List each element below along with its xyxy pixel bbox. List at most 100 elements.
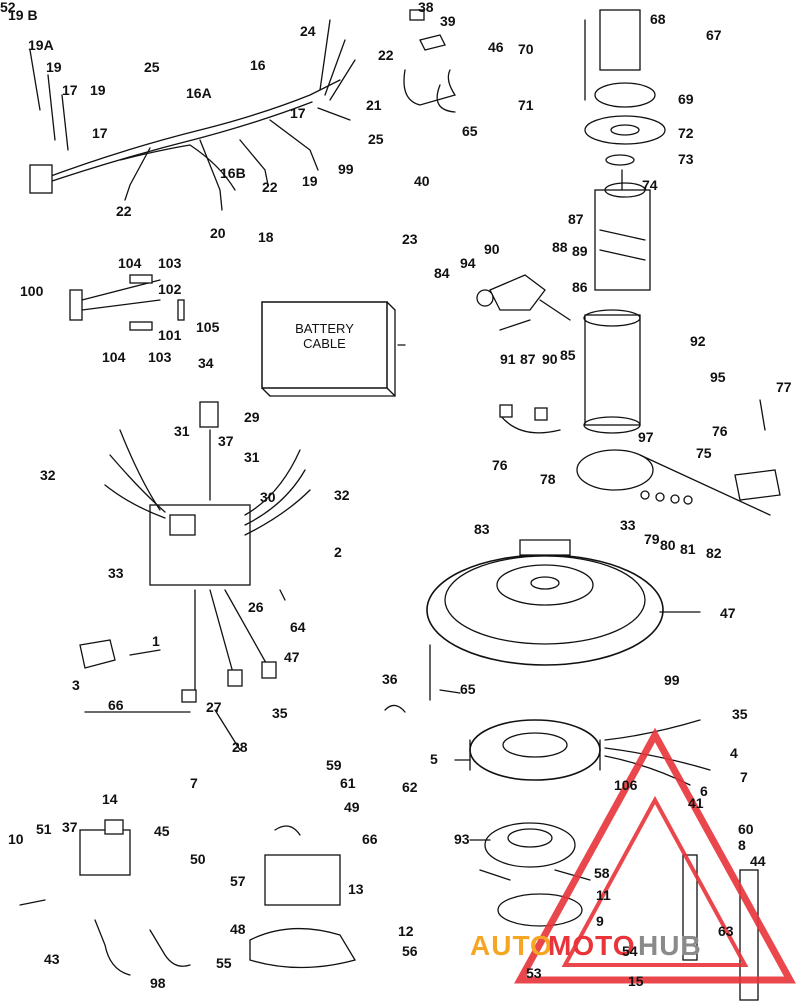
- flywheel: [426, 554, 664, 666]
- rectifier-plug: [69, 289, 83, 321]
- callout-number: 4: [730, 745, 738, 761]
- callout-number: 101: [158, 327, 182, 343]
- callout-number: 92: [690, 333, 706, 349]
- callout-number: 7: [740, 769, 748, 785]
- callout-number: 41: [688, 795, 704, 811]
- callout-number: 15: [628, 973, 644, 989]
- callout-number: 64: [290, 619, 306, 635]
- callout-number: 16A: [186, 85, 212, 101]
- callout-number: 32: [334, 487, 350, 503]
- callout-number: 19A: [28, 37, 54, 53]
- callout-number: 28: [232, 739, 248, 755]
- callout-number: 27: [206, 699, 222, 715]
- callout-number: 84: [434, 265, 450, 281]
- callout-number: 44: [750, 853, 766, 869]
- callout-number: 59: [326, 757, 342, 773]
- callout-number: 102: [158, 281, 182, 297]
- callout-number: 47: [720, 605, 736, 621]
- callout-number: 19: [90, 82, 106, 98]
- callout-number: 37: [218, 433, 234, 449]
- starter-drive: [594, 82, 656, 108]
- callout-number: 51: [36, 821, 52, 837]
- rectifier: [264, 854, 341, 906]
- callout-number: 77: [776, 379, 792, 395]
- callout-number: 20: [210, 225, 226, 241]
- callout-number: 22: [378, 47, 394, 63]
- callout-number: 61: [340, 775, 356, 791]
- starter-pinion: [599, 9, 641, 71]
- callout-number: 75: [696, 445, 712, 461]
- callout-number: 23: [402, 231, 418, 247]
- callout-number: 33: [620, 517, 636, 533]
- callout-number: 58: [594, 865, 610, 881]
- callout-number: 100: [20, 283, 44, 299]
- callout-number: 82: [706, 545, 722, 561]
- callout-number: 99: [664, 672, 680, 688]
- callout-number: 19 B: [8, 7, 38, 23]
- callout-number: 48: [230, 921, 246, 937]
- callout-number: 83: [474, 521, 490, 537]
- harness-plug: [29, 164, 53, 194]
- callout-number: 36: [382, 671, 398, 687]
- callout-number: 14: [102, 791, 118, 807]
- callout-number: 73: [678, 151, 694, 167]
- watermark-triangle: [514, 727, 796, 984]
- callout-number: 56: [402, 943, 418, 959]
- callout-number: 104: [118, 255, 142, 271]
- callout-number: 16B: [220, 165, 246, 181]
- callout-number: 17: [92, 125, 108, 141]
- watermark-hub: HUB: [638, 930, 702, 961]
- callout-number: 52: [0, 0, 16, 15]
- callout-number: 26: [248, 599, 264, 615]
- callout-number: 40: [414, 173, 430, 189]
- callout-number: 13: [348, 881, 364, 897]
- callout-number: 63: [718, 923, 734, 939]
- callout-number: 67: [706, 27, 722, 43]
- callout-number: 81: [680, 541, 696, 557]
- callout-number: 34: [198, 355, 214, 371]
- callout-number: 30: [260, 489, 276, 505]
- callout-number: 8: [738, 837, 746, 853]
- callout-number: 90: [542, 351, 558, 367]
- callout-number: 71: [518, 97, 534, 113]
- callout-number: 76: [712, 423, 728, 439]
- callout-number: 104: [102, 349, 126, 365]
- callout-number: 32: [40, 467, 56, 483]
- callout-number: 1: [152, 633, 160, 649]
- callout-number: 6: [700, 783, 708, 799]
- callout-number: 88: [552, 239, 568, 255]
- battery-cable-label: BATTERY CABLE: [295, 321, 354, 351]
- callout-number: 39: [440, 13, 456, 29]
- callout-number: 72: [678, 125, 694, 141]
- power-pack: [149, 504, 251, 586]
- callout-number: 47: [284, 649, 300, 665]
- callout-number: 54: [622, 943, 638, 959]
- callout-number: 78: [540, 471, 556, 487]
- callout-number: 105: [196, 319, 220, 335]
- callout-number: 35: [732, 706, 748, 722]
- callout-number: 99: [338, 161, 354, 177]
- callout-number: 55: [216, 955, 232, 971]
- callout-number: 2: [334, 544, 342, 560]
- callout-number: 31: [174, 423, 190, 439]
- callout-number: 57: [230, 873, 246, 889]
- callout-number: 103: [148, 349, 172, 365]
- callout-number: 17: [62, 82, 78, 98]
- callout-number: 33: [108, 565, 124, 581]
- callout-number: 103: [158, 255, 182, 271]
- callout-number: 80: [660, 537, 676, 553]
- callout-number: 19: [302, 173, 318, 189]
- stator: [469, 719, 601, 781]
- callout-number: 22: [262, 179, 278, 195]
- callout-number: 25: [368, 131, 384, 147]
- callout-number: 49: [344, 799, 360, 815]
- callout-number: 43: [44, 951, 60, 967]
- callout-number: 46: [488, 39, 504, 55]
- starter-housing: [584, 314, 641, 426]
- starter-cap: [584, 115, 666, 145]
- callout-number: 106: [614, 777, 638, 793]
- callout-number: 66: [108, 697, 124, 713]
- callout-number: 87: [520, 351, 536, 367]
